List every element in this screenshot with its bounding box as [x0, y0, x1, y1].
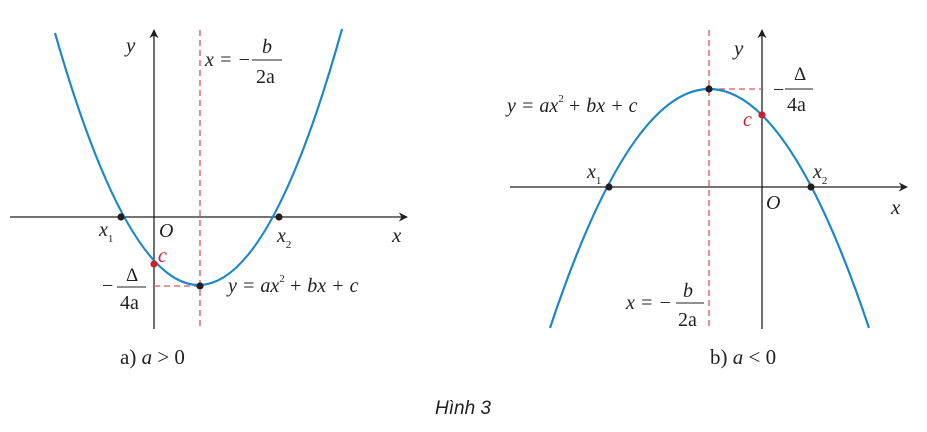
root2-label: x2 — [276, 225, 291, 251]
origin-label: O — [766, 192, 780, 214]
svg-text:2a: 2a — [256, 66, 275, 88]
root2-label: x2 — [812, 161, 827, 187]
vertex-point — [196, 282, 204, 290]
y-axis-label: y — [732, 36, 744, 60]
root1-label: x1 — [586, 161, 601, 187]
graph-b-caption: b) a < 0 — [710, 345, 776, 369]
y-intercept-point — [758, 111, 766, 119]
figure-caption: Hình 3 — [435, 398, 491, 419]
equation-label: y = ax2+ bx + c — [226, 273, 359, 297]
c-label: c — [158, 245, 167, 267]
x-axis-label: x — [391, 223, 402, 247]
axis-of-symmetry-formula: x = − b 2a — [625, 280, 704, 331]
parabola-curve — [53, 28, 344, 286]
svg-text:b: b — [262, 36, 272, 58]
root1-label: x1 — [98, 219, 113, 245]
graph-b: y x O x1 x2 c − Δ 4a x = − b 2a y = ax2+… — [505, 29, 908, 369]
svg-text:Δ: Δ — [126, 265, 138, 286]
y-axis-label: y — [124, 33, 136, 57]
svg-text:4a: 4a — [120, 292, 139, 314]
x-axis-label: x — [890, 195, 901, 219]
svg-text:x = −: x = − — [625, 292, 672, 314]
vertex-point — [705, 85, 713, 93]
axis-of-symmetry-formula: x = − b 2a — [204, 36, 282, 88]
svg-text:2a: 2a — [678, 309, 697, 331]
graph-a-caption: a) a > 0 — [120, 345, 185, 369]
svg-text:Δ: Δ — [794, 64, 806, 85]
svg-text:−: − — [773, 79, 784, 101]
svg-text:x = −: x = − — [204, 49, 251, 71]
origin-label: O — [159, 220, 173, 242]
vertex-y-formula: − Δ 4a — [773, 64, 813, 116]
root-point-x2 — [807, 183, 815, 191]
svg-text:4a: 4a — [787, 94, 806, 116]
c-label: c — [743, 109, 752, 131]
equation-label: y = ax2+ bx + c — [505, 93, 638, 117]
root-point-x2 — [275, 213, 283, 221]
y-intercept-point — [150, 260, 158, 268]
graph-a: y x O x1 x2 c x = − b 2a − Δ 4a y = ax2+… — [10, 28, 408, 369]
root-point-x1 — [117, 213, 125, 221]
vertex-y-formula: − Δ 4a — [102, 265, 146, 314]
svg-text:−: − — [102, 275, 113, 297]
root-point-x1 — [605, 183, 613, 191]
svg-text:b: b — [683, 280, 693, 302]
